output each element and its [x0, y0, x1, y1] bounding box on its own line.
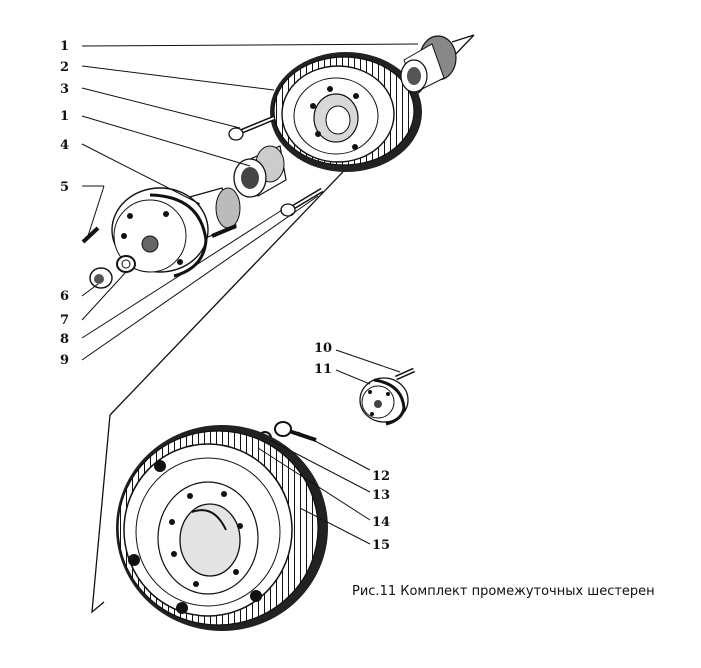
callout-14: 14 [372, 515, 390, 530]
middle-bushing-part-1 [233, 145, 287, 198]
callout-2: 2 [60, 60, 69, 75]
small-hub-part-11 [359, 377, 409, 426]
plug-part-6 [89, 267, 113, 289]
callout-4: 4 [60, 138, 69, 153]
bolt-part-9 [280, 187, 324, 217]
bolt-part-10 [394, 367, 416, 381]
pin-part-5 [81, 226, 100, 244]
callout-11: 11 [314, 362, 332, 377]
flange-shaft-part-4 [111, 187, 241, 278]
callout-10: 10 [314, 341, 332, 356]
upper-gear-part-2 [270, 52, 422, 172]
leader-lines [81, 43, 419, 545]
callout-15: 15 [372, 538, 390, 553]
top-bushing-part-1 [400, 35, 457, 93]
callout-1-middle: 1 [60, 109, 69, 124]
callout-7: 7 [60, 313, 69, 328]
callout-8: 8 [60, 332, 69, 347]
callout-9: 9 [60, 353, 69, 368]
lower-gear-part-15 [116, 425, 328, 631]
callout-labels: 1 2 3 1 4 5 6 7 8 9 10 11 12 13 14 15 [60, 39, 390, 553]
callout-5: 5 [60, 180, 69, 195]
callout-6: 6 [60, 289, 69, 304]
split-guide-lines [91, 34, 475, 614]
callout-1-top: 1 [60, 39, 69, 54]
callout-13: 13 [372, 488, 390, 503]
figure-caption: Рис.11 Комплект промежуточных шестерен [352, 584, 655, 599]
washer-part-7 [116, 255, 136, 273]
callout-3: 3 [60, 82, 69, 97]
callout-12: 12 [372, 469, 390, 484]
nut-part-12 [274, 421, 292, 437]
bolt-part-3 [228, 115, 275, 141]
